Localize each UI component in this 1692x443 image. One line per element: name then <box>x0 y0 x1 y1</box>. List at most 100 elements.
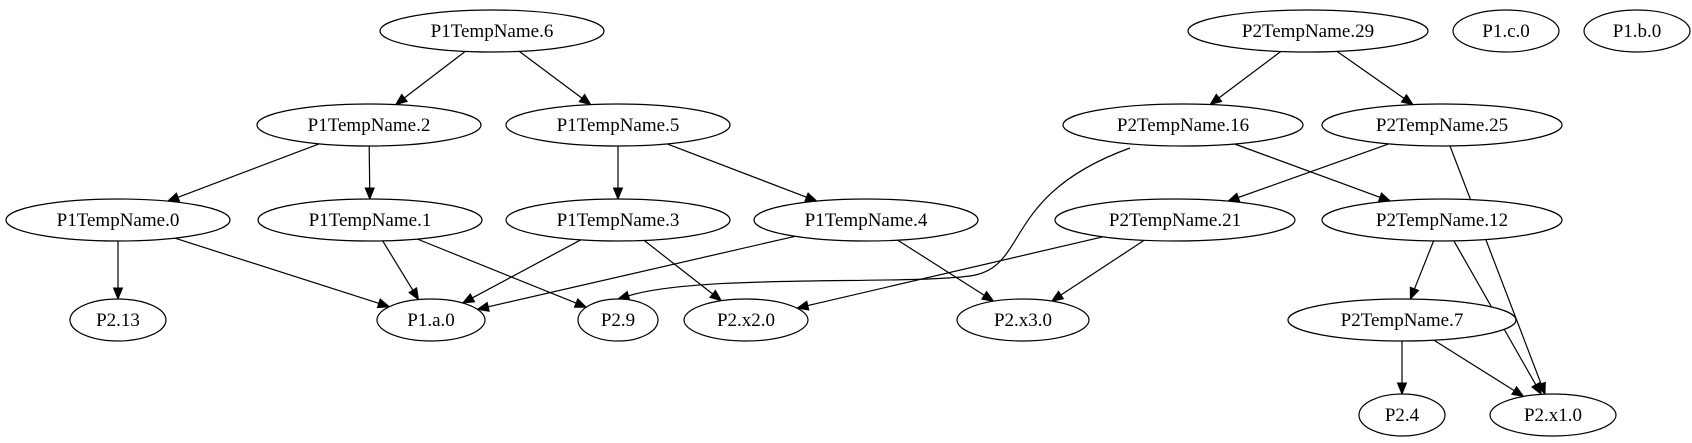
arrowhead <box>166 192 181 203</box>
node-p1tempname-2: P1TempName.2 <box>256 103 482 147</box>
arrowhead <box>612 187 624 201</box>
node-p1tempname-4: P1TempName.4 <box>753 198 979 242</box>
node-label: P2TempName.7 <box>1341 310 1464 331</box>
edge-p2tempname-21-to-p2-x2-0 <box>795 236 1104 311</box>
node-p2-13: P2.13 <box>69 298 167 342</box>
edge-p1tempname-3-to-p2-x2-0 <box>643 239 723 302</box>
arrowhead <box>1377 192 1392 203</box>
edge-p2tempname-16-to-p2-9 <box>616 147 1131 301</box>
node-label: P1TempName.3 <box>557 210 680 231</box>
node-label: P1TempName.6 <box>431 21 554 42</box>
node-ellipse <box>1054 198 1296 242</box>
arrowhead <box>1396 382 1408 396</box>
edge-p2tempname-25-to-p2-x1-0 <box>1449 145 1546 396</box>
arrowhead <box>376 298 391 309</box>
arrowhead <box>795 300 810 311</box>
edge-p1tempname-0-to-p1-a-0 <box>174 237 391 309</box>
edge-line <box>488 235 796 308</box>
node-ellipse <box>256 103 482 147</box>
node-p1tempname-6: P1TempName.6 <box>379 9 605 53</box>
edge-line <box>666 143 807 198</box>
node-p2-4: P2.4 <box>1358 393 1446 437</box>
edge-p2tempname-7-to-p2-4 <box>1396 341 1408 396</box>
node-label: P2.x1.0 <box>1524 405 1582 426</box>
node-p1tempname-5: P1TempName.5 <box>505 103 731 147</box>
node-ellipse <box>577 298 659 342</box>
arrowhead <box>1050 290 1065 302</box>
node-ellipse <box>5 198 231 242</box>
arrowhead <box>1510 385 1525 398</box>
edge-p1tempname-1-to-p2-9 <box>416 238 588 308</box>
edge-line <box>1433 339 1515 392</box>
node-label: P1TempName.5 <box>557 115 680 136</box>
edge-line <box>174 237 379 304</box>
node-p1-b-0: P1.b.0 <box>1583 9 1691 53</box>
edge-p1tempname-6-to-p1tempname-2 <box>394 50 466 106</box>
arrowhead <box>364 187 375 201</box>
node-p2tempname-7: P2TempName.7 <box>1287 298 1517 342</box>
edge-p1tempname-5-to-p1tempname-4 <box>666 143 819 202</box>
node-p1tempname-3: P1TempName.3 <box>505 198 731 242</box>
arrowhead <box>476 301 490 312</box>
node-ellipse <box>683 298 809 342</box>
edge-p1tempname-4-to-p1-a-0 <box>476 235 796 312</box>
edge-line <box>416 238 577 304</box>
node-ellipse <box>257 198 483 242</box>
arrowhead <box>1409 286 1420 301</box>
node-ellipse <box>1321 198 1563 242</box>
node-ellipse <box>505 198 731 242</box>
node-ellipse <box>956 298 1090 342</box>
node-label: P2.9 <box>601 310 635 331</box>
node-label: P2TempName.25 <box>1376 115 1508 136</box>
arrowhead <box>578 93 592 106</box>
node-p1tempname-0: P1TempName.0 <box>5 198 231 242</box>
node-label: P2TempName.21 <box>1109 210 1241 231</box>
node-ellipse <box>1452 9 1560 53</box>
node-p1-c-0: P1.c.0 <box>1452 9 1560 53</box>
node-label: P2TempName.16 <box>1117 115 1249 136</box>
edge-p2tempname-12-to-p2tempname-7 <box>1409 240 1435 301</box>
node-label: P1TempName.1 <box>309 210 432 231</box>
arrowhead <box>980 290 995 302</box>
edge-line <box>382 240 414 291</box>
edge-line <box>1238 143 1390 199</box>
arrowhead <box>1226 192 1241 203</box>
node-ellipse <box>1358 393 1446 437</box>
node-label: P2.13 <box>96 310 140 331</box>
node-label: P2.4 <box>1385 405 1420 426</box>
edge-line <box>628 147 1131 297</box>
arrowhead <box>112 287 124 301</box>
edge-p1tempname-0-to-p2-13 <box>112 241 124 301</box>
edge-line <box>897 239 985 296</box>
node-p1tempname-1: P1TempName.1 <box>257 198 483 242</box>
edge-p2tempname-16-to-p2tempname-12 <box>1234 143 1392 203</box>
edge-line <box>518 50 583 99</box>
node-label: P1.b.0 <box>1613 21 1662 42</box>
edge-p1tempname-2-to-p1tempname-0 <box>166 143 320 203</box>
arrowhead <box>461 293 476 304</box>
edge-p2tempname-7-to-p2-x1-0 <box>1433 339 1525 398</box>
node-ellipse <box>753 198 979 242</box>
node-ellipse <box>1187 9 1429 53</box>
edge-p1tempname-3-to-p1-a-0 <box>461 239 582 304</box>
edge-line <box>1336 50 1405 99</box>
arrowhead <box>1400 93 1415 106</box>
arrowhead <box>1531 381 1542 396</box>
node-label: P1TempName.4 <box>805 210 928 231</box>
node-label: P2TempName.29 <box>1242 21 1374 42</box>
node-ellipse <box>1489 393 1617 437</box>
node-label: P2TempName.12 <box>1376 210 1508 231</box>
arrowhead <box>408 286 420 301</box>
node-p2-x1-0: P2.x1.0 <box>1489 393 1617 437</box>
edge-p2tempname-29-to-p2tempname-16 <box>1209 51 1282 106</box>
edge-line <box>177 143 320 198</box>
node-label: P1TempName.2 <box>308 115 431 136</box>
edge-p1tempname-2-to-p1tempname-1 <box>364 145 375 201</box>
node-p2tempname-12: P2TempName.12 <box>1321 198 1563 242</box>
node-p2tempname-21: P2TempName.21 <box>1054 198 1296 242</box>
node-ellipse <box>1287 298 1517 342</box>
edge-line <box>1234 143 1381 198</box>
node-label: P2.x3.0 <box>994 310 1052 331</box>
